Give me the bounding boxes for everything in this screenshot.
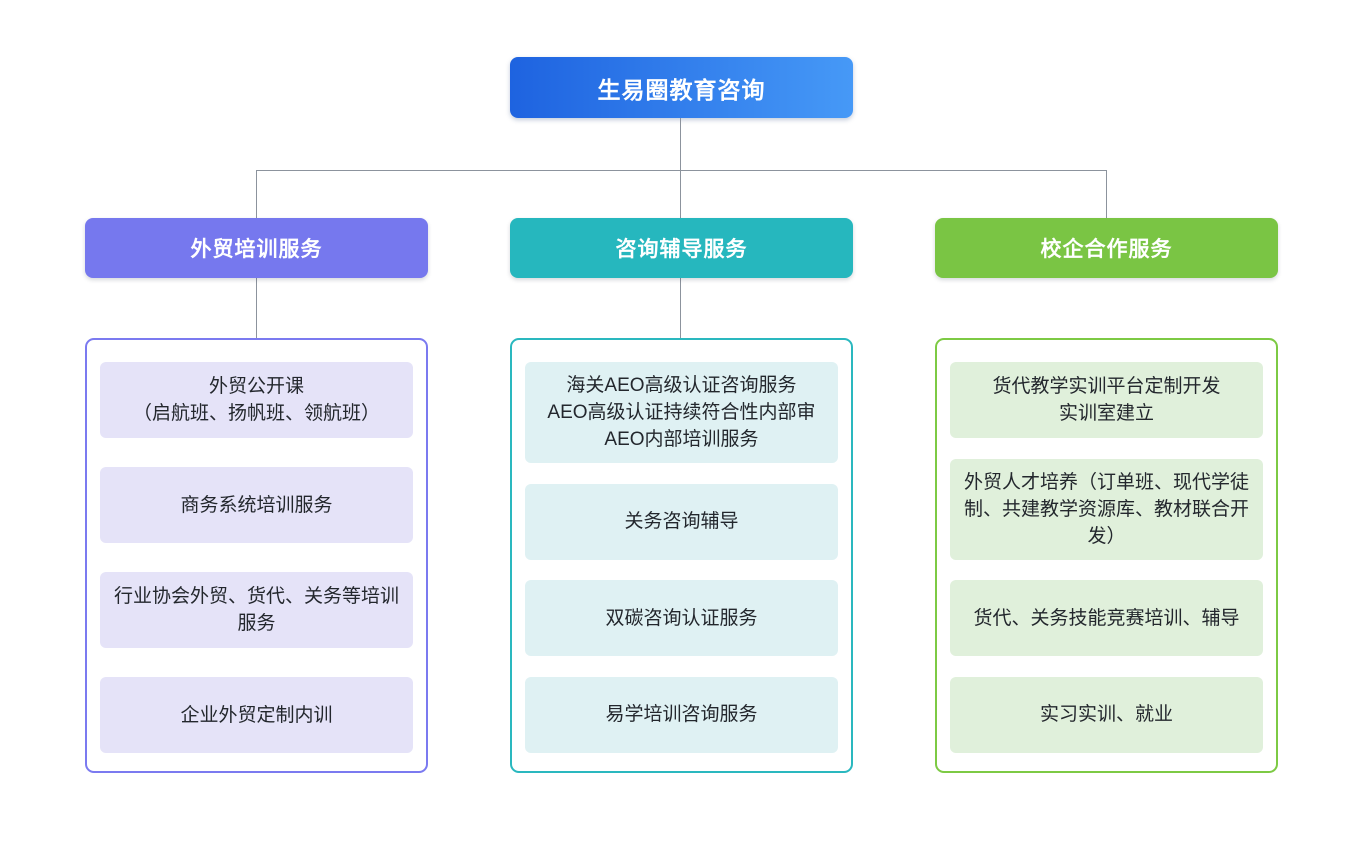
branch-group-school-enterprise-cooperation: 货代教学实训平台定制开发 实训室建立 外贸人才培养（订单班、现代学徒制、共建教学… [935, 338, 1278, 773]
connector-horizontal [256, 170, 1107, 171]
branch-group-consulting-coaching: 海关AEO高级认证咨询服务 AEO高级认证持续符合性内部审 AEO内部培训服务 … [510, 338, 853, 773]
tree-item: 商务系统培训服务 [100, 467, 413, 543]
branch-header-school-enterprise-cooperation: 校企合作服务 [935, 218, 1278, 278]
tree-item: 外贸人才培养（订单班、现代学徒制、共建教学资源库、教材联合开发） [950, 458, 1263, 560]
root-node: 生易圈教育咨询 [510, 57, 853, 118]
tree-item: 易学培训咨询服务 [525, 676, 838, 753]
tree-item: 企业外贸定制内训 [100, 677, 413, 753]
tree-item: 实习实训、就业 [950, 676, 1263, 753]
connector-root-vertical [680, 118, 681, 170]
tree-item: 关务咨询辅导 [525, 483, 838, 560]
branch-header-label: 外贸培训服务 [190, 238, 323, 261]
branch-group-foreign-trade-training: 外贸公开课 （启航班、扬帆班、领航班） 商务系统培训服务 行业协会外贸、货代、关… [85, 338, 428, 773]
tree-item: 货代、关务技能竞赛培训、辅导 [950, 580, 1263, 657]
branch-header-label: 校企合作服务 [1040, 238, 1173, 261]
branch-header-foreign-trade-training: 外贸培训服务 [85, 218, 428, 278]
branch-header-label: 咨询辅导服务 [615, 238, 748, 261]
tree-item: 货代教学实训平台定制开发 实训室建立 [950, 362, 1263, 438]
tree-item: 海关AEO高级认证咨询服务 AEO高级认证持续符合性内部审 AEO内部培训服务 [525, 362, 838, 463]
connector-stub-branch-1 [256, 171, 257, 218]
connector-drop-branch-2 [680, 278, 681, 338]
tree-item: 外贸公开课 （启航班、扬帆班、领航班） [100, 362, 413, 438]
branch-header-consulting-coaching: 咨询辅导服务 [510, 218, 853, 278]
root-node-label: 生易圈教育咨询 [597, 76, 766, 103]
tree-item: 行业协会外贸、货代、关务等培训服务 [100, 572, 413, 648]
connector-stub-branch-3 [1106, 171, 1107, 218]
connector-drop-branch-1 [256, 278, 257, 338]
tree-item: 双碳咨询认证服务 [525, 580, 838, 657]
connector-stub-branch-2 [680, 171, 681, 218]
